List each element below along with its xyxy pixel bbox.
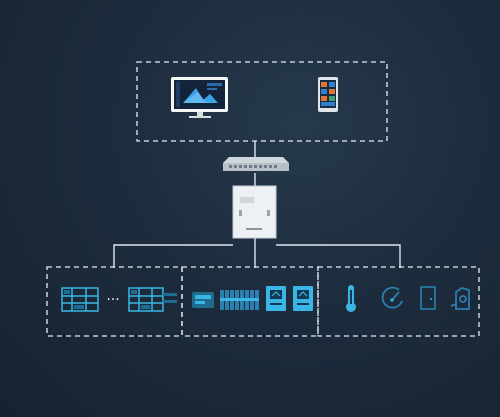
network-switch-icon <box>223 157 289 171</box>
thermometer-icon <box>346 285 356 312</box>
module-group <box>181 266 319 337</box>
meter-icon <box>266 286 286 311</box>
panel-icon <box>61 287 99 312</box>
panel-icon <box>128 287 177 312</box>
camera-icon <box>450 287 470 310</box>
top-device-group <box>136 61 388 142</box>
sensor-group <box>317 266 480 337</box>
module-icon <box>192 292 214 308</box>
meter-icon <box>293 286 313 311</box>
door-icon <box>420 286 436 310</box>
breaker-array-icon <box>220 290 259 310</box>
ellipsis: ··· <box>106 292 119 308</box>
phone-icon <box>318 77 338 112</box>
panel-group <box>46 266 183 337</box>
controller-cabinet-icon <box>232 185 277 239</box>
connection-lines <box>113 141 401 268</box>
monitor-icon <box>171 77 228 118</box>
gauge-icon <box>381 286 403 309</box>
